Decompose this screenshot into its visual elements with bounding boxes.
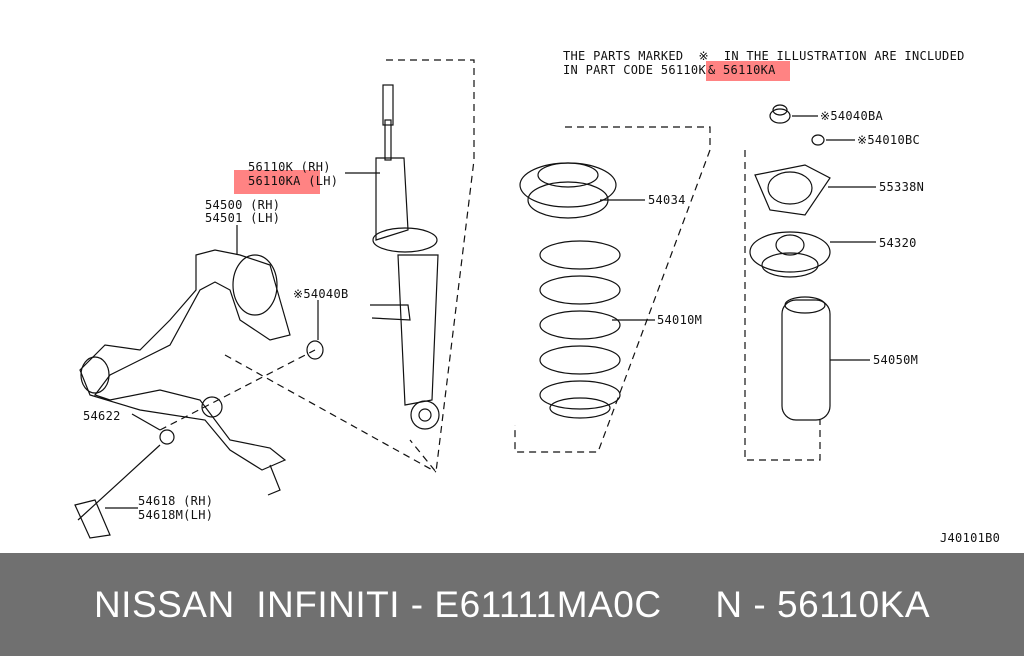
label-arm-lh[interactable]: 54501 (LH) <box>205 211 281 225</box>
label-nut-54010bc[interactable]: ※54010BC <box>857 133 921 147</box>
label-mount-insulator[interactable]: 54034 <box>648 193 686 207</box>
label-washer[interactable]: 54622 <box>83 409 121 423</box>
mount-plate <box>754 164 831 216</box>
note-line-2-prefix: IN PART CODE 56110K <box>563 63 706 77</box>
parts-illustration <box>74 59 876 539</box>
label-strut-lh[interactable]: 56110KA (LH) <box>248 174 339 188</box>
footer-banner: NISSAN INFINITI - E61111MA0C N - 56110KA <box>0 553 1024 656</box>
label-nut-54040ba[interactable]: ※54040BA <box>820 109 884 123</box>
footer-part-numbers: NISSAN INFINITI - E61111MA0C N - 56110KA <box>93 583 931 625</box>
label-link-lh[interactable]: 54618M(LH) <box>138 508 214 522</box>
lower-arm <box>74 249 324 539</box>
strut-lh-highlight <box>234 170 320 194</box>
label-plate[interactable]: 55338N <box>879 180 925 194</box>
bound-bumper <box>781 296 831 421</box>
label-spring[interactable]: 54010M <box>657 313 703 327</box>
strut-mount <box>749 231 831 278</box>
top-nut <box>769 104 791 124</box>
small-nut <box>811 134 825 146</box>
note-line-2: IN PART CODE 56110K& 56110KA <box>563 61 790 81</box>
label-mount[interactable]: 54320 <box>879 236 917 250</box>
shock-absorber <box>370 84 440 430</box>
note-highlight: & 56110KA <box>705 61 790 81</box>
mount-insulator <box>519 162 617 219</box>
label-nut-54040b[interactable]: ※54040B <box>293 287 349 301</box>
coil-spring <box>539 240 621 419</box>
label-arm-rh[interactable]: 54500 (RH) <box>205 198 281 212</box>
label-bound-bumper[interactable]: 54050M <box>873 353 919 367</box>
diagram-code: J40101B0 <box>940 531 1001 545</box>
label-link-rh[interactable]: 54618 (RH) <box>138 494 214 508</box>
label-strut-rh[interactable]: 56110K (RH) <box>248 160 331 174</box>
note-line-1: THE PARTS MARKED ※ IN THE ILLUSTRATION A… <box>563 49 965 63</box>
